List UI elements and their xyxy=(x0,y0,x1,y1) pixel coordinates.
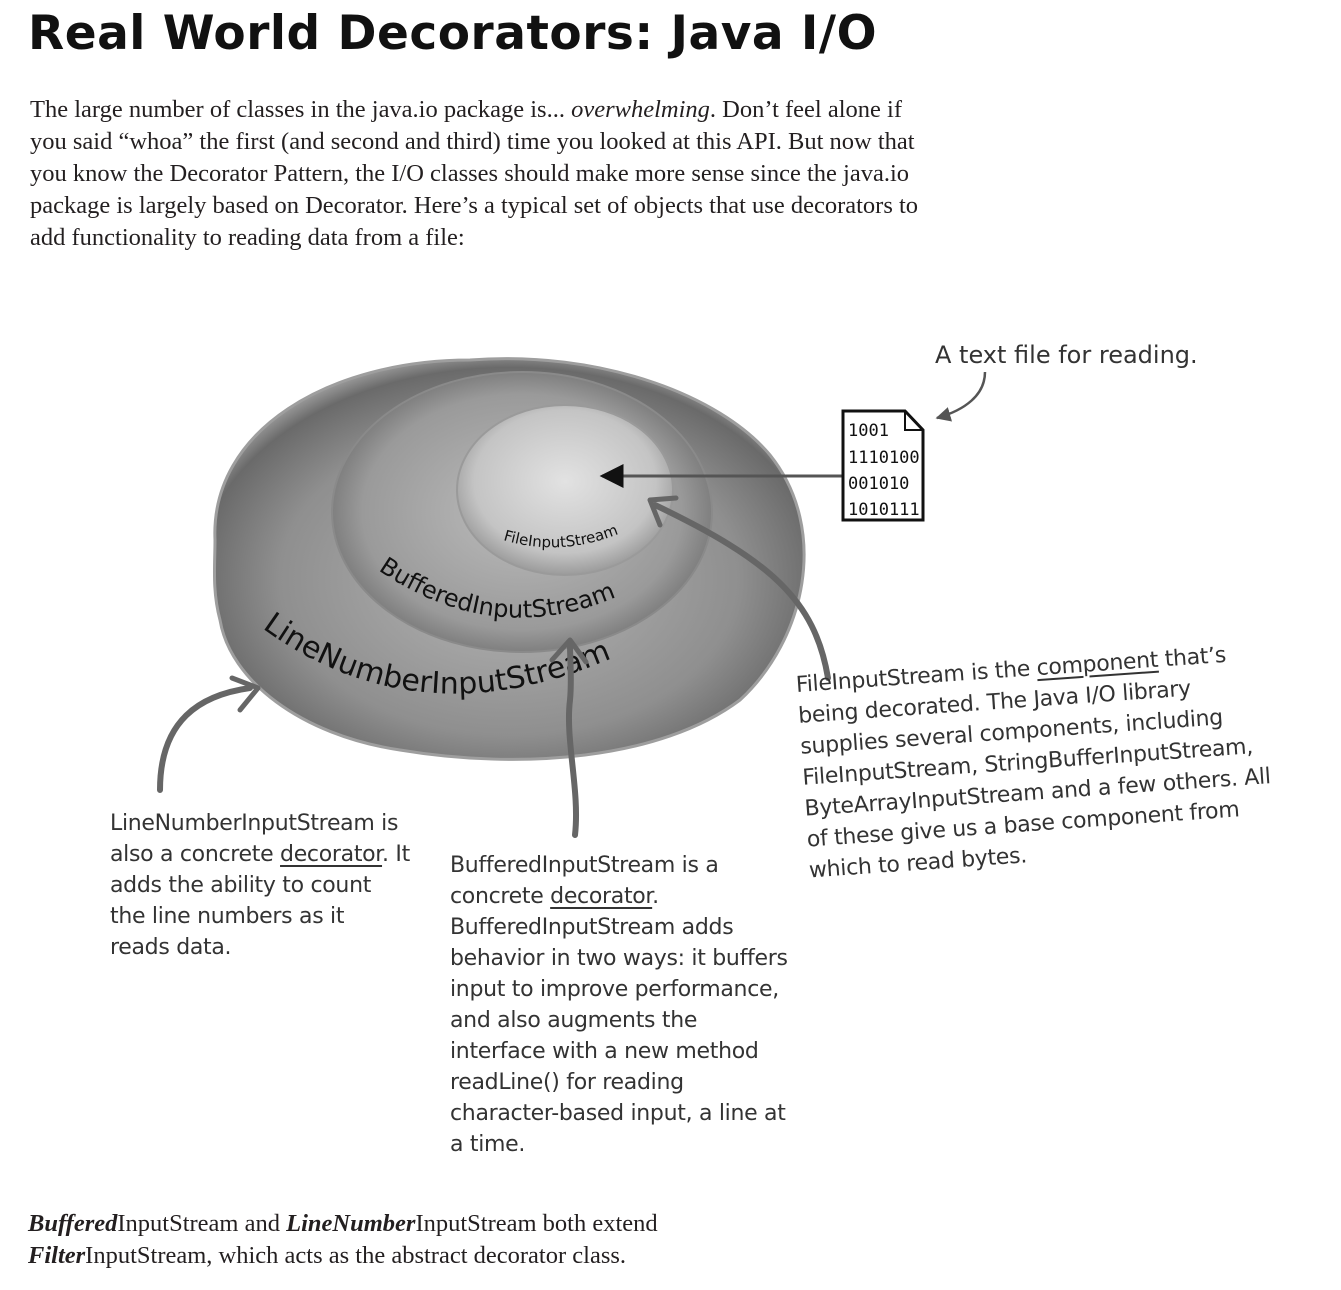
intro-emphasis: overwhelming xyxy=(571,96,710,123)
component-term: component xyxy=(1035,647,1159,682)
file-label-arrow xyxy=(935,371,987,422)
footer-paragraph: BufferedInputStream and LineNumberInputS… xyxy=(28,1210,658,1269)
page-title: Real World Decorators: Java I/O xyxy=(28,6,878,61)
svg-text:1001 1110100 00101: 1001 1110100 001010 1010111 xyxy=(848,421,930,520)
text-file-icon: 1001 1110100 001010 1010111 xyxy=(841,409,930,522)
inner-ring xyxy=(456,404,674,576)
file-label: A text file for reading. xyxy=(935,341,1198,369)
file-input-note: FileInputStream is the component that’s … xyxy=(795,642,1272,884)
intro-text-2: . Don’t feel alone if you said “whoa” th… xyxy=(30,96,919,251)
decorator-term: decorator xyxy=(550,884,653,909)
line-number-note: LineNumberInputStream is also a concrete… xyxy=(110,811,410,960)
buffered-note: BufferedInputStream is a concrete decora… xyxy=(450,853,788,1157)
file-line-4: 1010111 xyxy=(848,500,920,520)
intro-text-1: The large number of classes in the java.… xyxy=(30,96,572,123)
line-number-note-arrow xyxy=(157,685,253,793)
decorator-term: decorator xyxy=(280,842,383,867)
file-line-3: 001010 xyxy=(848,474,909,494)
intro-paragraph: The large number of classes in the java.… xyxy=(30,94,930,254)
file-line-2: 1110100 xyxy=(848,448,920,468)
line-number-arrowhead xyxy=(229,675,261,713)
buffered-note-arrow xyxy=(565,642,580,838)
file-input-note-arrow xyxy=(652,502,831,681)
file-input-arrowhead xyxy=(647,495,679,528)
buffered-arrowhead xyxy=(549,637,589,665)
file-line-1: 1001 xyxy=(848,421,889,441)
